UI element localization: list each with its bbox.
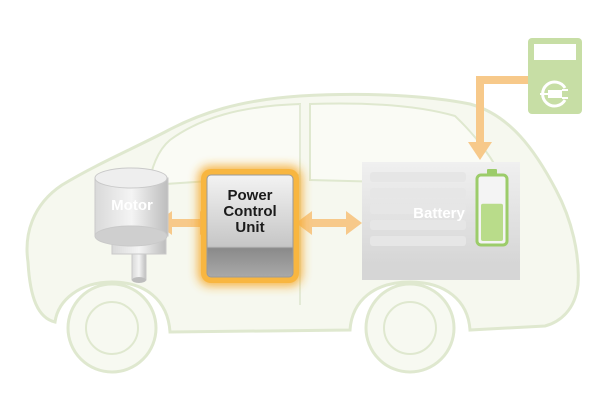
battery-level-icon: [475, 169, 509, 247]
pcu-battery-arrow: [296, 211, 362, 235]
battery-pack: [362, 162, 520, 280]
battery-label: Battery: [413, 205, 465, 222]
charging-station: [528, 38, 582, 114]
power-control-unit: [198, 166, 302, 286]
battery-level-fill: [481, 203, 503, 241]
charging-plug-icon: [540, 80, 568, 108]
power-control-unit-label: Power Control Unit: [207, 188, 293, 235]
pcu-label-line-3: Unit: [235, 218, 265, 236]
car-silhouette: [25, 92, 580, 374]
pcu-label-line-2: Control: [223, 202, 277, 220]
charger-battery-arrow: [468, 76, 538, 160]
motor: [94, 167, 169, 283]
motor-label: Motor: [111, 197, 153, 214]
pcu-label-line-1: Power: [227, 187, 273, 204]
